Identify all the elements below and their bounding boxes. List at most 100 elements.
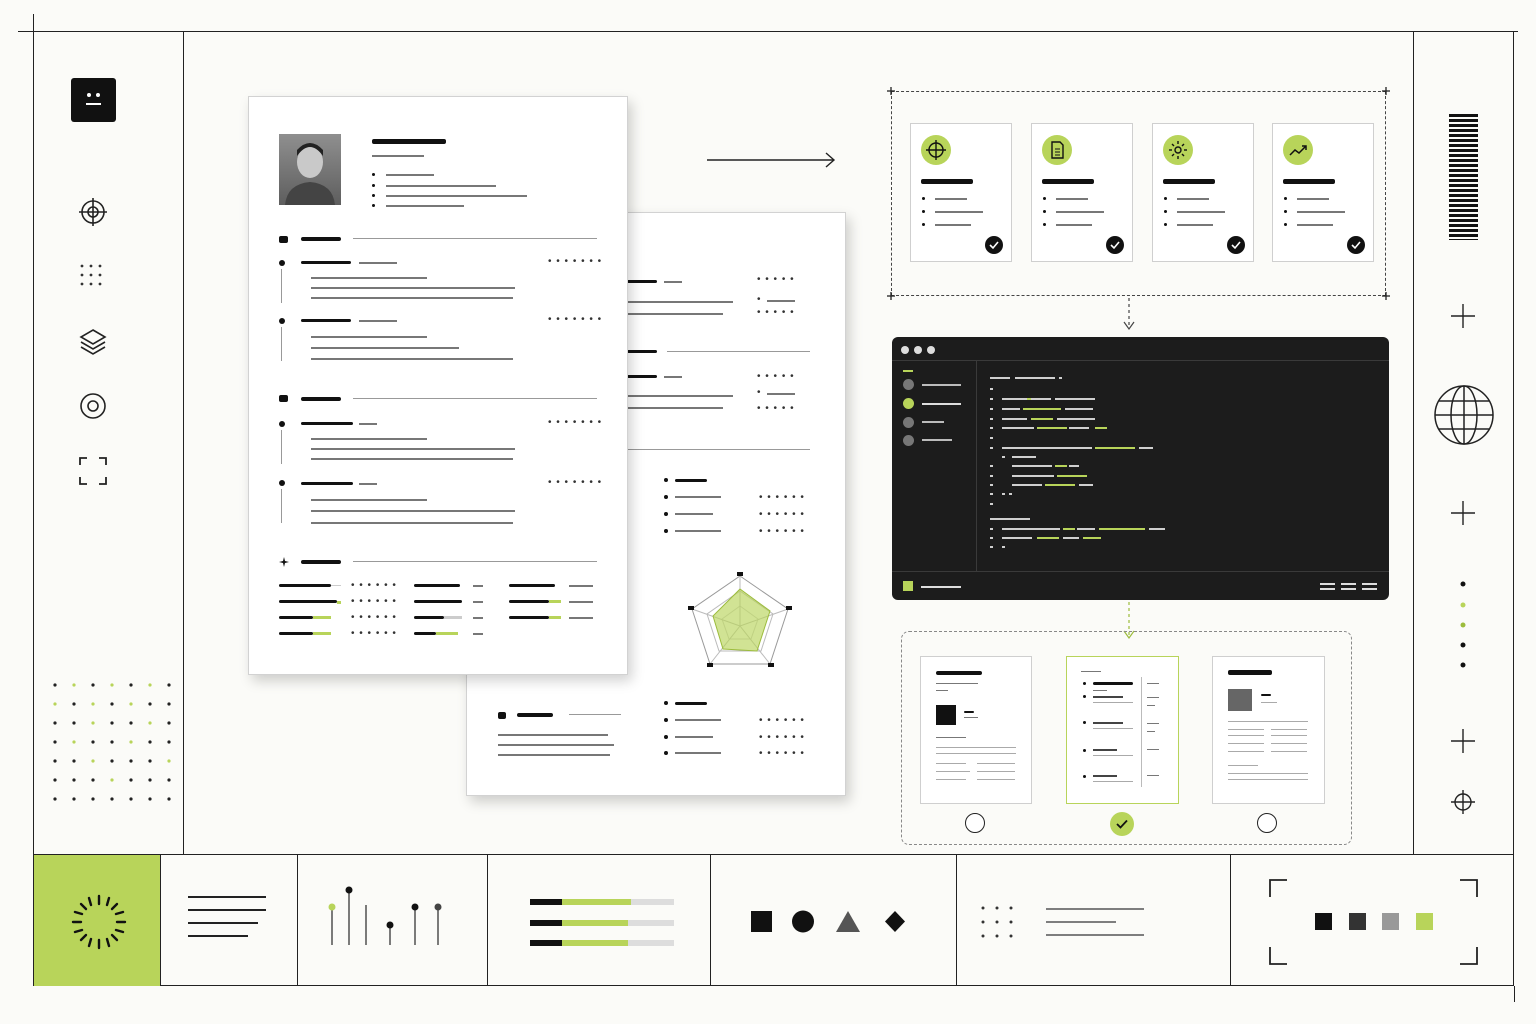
- tile-text[interactable]: [161, 855, 298, 986]
- list-bullet: [664, 512, 668, 516]
- flow-arrow-down-accent: [1123, 602, 1135, 640]
- text-line: [498, 734, 608, 736]
- job-dates: • • • • • • •: [548, 314, 603, 325]
- code-editor-window[interactable]: [892, 337, 1389, 600]
- corner-plus-markers: [887, 87, 1390, 300]
- feature-card-target[interactable]: [910, 123, 1012, 262]
- plus-icon[interactable]: [1450, 303, 1476, 329]
- text-lines-icon: [188, 896, 266, 937]
- list-bullet: [664, 478, 668, 482]
- job-detail: [311, 358, 513, 360]
- template-option-2-selected[interactable]: [1066, 656, 1179, 804]
- text-line: [675, 752, 721, 754]
- file-item[interactable]: [903, 435, 914, 446]
- text-line: [627, 280, 657, 283]
- template-2-radio-checked[interactable]: [1110, 812, 1134, 836]
- right-guide: [1514, 986, 1515, 1002]
- barcode-icon: [1449, 114, 1478, 240]
- crosshair-icon[interactable]: [1450, 789, 1476, 815]
- status-text: [921, 586, 961, 588]
- tile-progress[interactable]: [488, 855, 711, 986]
- scan-frame-icon[interactable]: [79, 457, 107, 485]
- section-heading: [301, 237, 341, 241]
- decorative-dot-matrix: [53, 683, 171, 801]
- right-rail-divider: [1413, 31, 1415, 855]
- template-option-1[interactable]: [920, 656, 1032, 804]
- timeline-node: [279, 480, 285, 486]
- template-3-radio[interactable]: [1257, 813, 1277, 833]
- color-swatches-icon: [1315, 913, 1433, 930]
- list-bullet: [664, 735, 668, 739]
- dotted-rating: • • • • • •: [759, 732, 805, 743]
- job-detail: [311, 347, 459, 349]
- degree-detail: [311, 458, 513, 460]
- text-line: [498, 754, 610, 756]
- face-icon: [86, 93, 101, 105]
- tile-list[interactable]: [957, 855, 1231, 986]
- top-guide: [18, 31, 1518, 32]
- crosshair-icon[interactable]: [78, 197, 108, 227]
- dotted-rating: •: [757, 294, 762, 305]
- timeline-line: [281, 430, 282, 464]
- section-heading: [627, 350, 657, 353]
- scan-frame-icon: [1269, 879, 1478, 965]
- check-icon: [1347, 236, 1365, 254]
- plus-icon[interactable]: [1450, 728, 1476, 754]
- trend-up-icon: [1283, 135, 1313, 165]
- candidate-name: [372, 139, 446, 144]
- loading-spinner-icon: [71, 894, 127, 950]
- feature-card-growth[interactable]: [1272, 123, 1374, 262]
- dot-text-icon: [981, 906, 1144, 938]
- lollipop-chart-icon: [328, 886, 442, 945]
- resume-page-primary[interactable]: • • • • • • • • • • • • • • • • • • • • …: [248, 96, 628, 675]
- target-icon[interactable]: [78, 391, 108, 421]
- degree-title: [301, 422, 353, 425]
- text-line: [627, 313, 723, 315]
- dotted-rating: •: [757, 387, 762, 398]
- list-bullet: [664, 495, 668, 499]
- section-heading: [301, 397, 341, 401]
- feature-card-document[interactable]: [1031, 123, 1133, 262]
- globe-icon[interactable]: [1432, 383, 1496, 447]
- tile-chart[interactable]: [298, 855, 488, 986]
- job-detail: [311, 336, 427, 338]
- dotted-rating: • • • • •: [757, 274, 795, 285]
- layers-icon[interactable]: [78, 327, 108, 357]
- timeline-node: [279, 260, 285, 266]
- candidate-title: [372, 155, 424, 157]
- text-line: [627, 301, 733, 303]
- dotted-rating: • • • • • •: [759, 715, 805, 726]
- skills-radar-chart: [688, 572, 792, 667]
- file-item[interactable]: [903, 398, 914, 409]
- section-rule: [627, 449, 810, 450]
- window-controls: [901, 345, 941, 355]
- dot-grid-icon[interactable]: [79, 263, 107, 291]
- check-icon: [985, 236, 1003, 254]
- degree-detail: [311, 499, 427, 501]
- bottom-bar-divider: [33, 854, 1514, 856]
- menu-icon[interactable]: [1320, 582, 1380, 592]
- file-item[interactable]: [903, 417, 914, 428]
- sidebar-divider: [183, 31, 185, 855]
- section-rule: [569, 714, 621, 715]
- template-option-3[interactable]: [1212, 656, 1325, 804]
- sidebar-item-face[interactable]: [71, 78, 116, 122]
- tile-swatches[interactable]: [1231, 855, 1514, 986]
- text-line: [627, 407, 723, 409]
- tile-loading[interactable]: [34, 855, 161, 986]
- text-line: [675, 513, 713, 515]
- job-dates: • • • • • • •: [548, 256, 603, 267]
- feature-card-settings[interactable]: [1152, 123, 1254, 262]
- plus-icon[interactable]: [1450, 500, 1476, 526]
- file-item[interactable]: [903, 379, 914, 390]
- shapes-icon: [751, 910, 905, 933]
- graduation-cap-icon: [279, 395, 288, 402]
- tile-shapes[interactable]: [711, 855, 957, 986]
- template-1-radio[interactable]: [965, 813, 985, 833]
- briefcase-icon: [279, 236, 288, 243]
- job-detail: [311, 277, 427, 279]
- timeline-line: [281, 489, 282, 523]
- text-line: [767, 300, 795, 302]
- sidebar: [34, 32, 183, 854]
- section-rule: [353, 561, 597, 562]
